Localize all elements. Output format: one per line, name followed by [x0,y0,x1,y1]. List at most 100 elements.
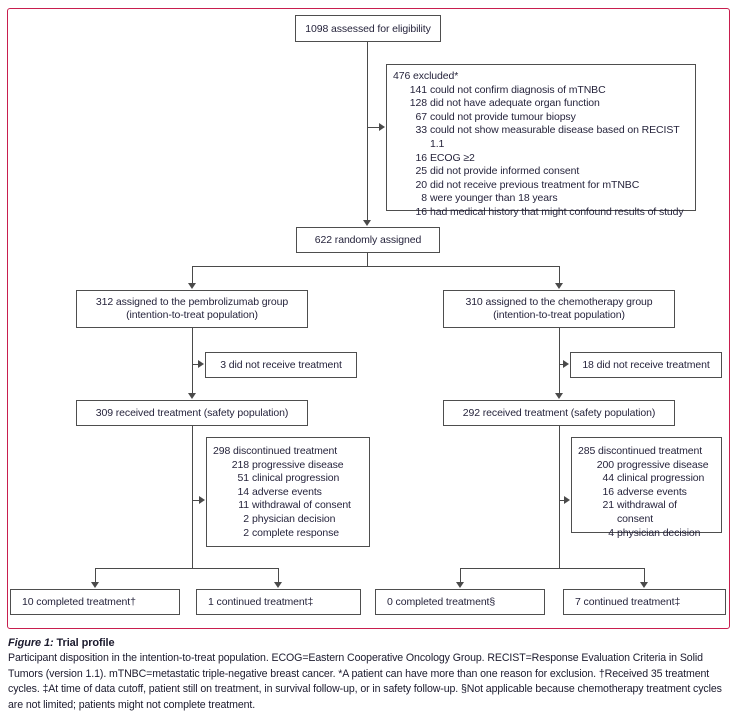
reason-count: 2 [243,512,249,525]
reason-count: 128 [409,97,427,110]
reason-text: physician decision [617,526,701,539]
assessed-label: 1098 assessed for eligibility [305,22,431,35]
pembro-completed-label: 10 completed treatment† [22,596,136,608]
reason-text: could not show measurable disease based … [430,124,680,150]
box-chemo-continued: 7 continued treatment‡ [563,589,726,615]
reason-text: adverse events [617,485,687,498]
pembro-assigned-line1: 312 assigned to the pembrolizumab group [95,296,289,308]
connector-line [460,568,645,569]
reason-count: 14 [237,485,250,498]
reason-count: 44 [602,472,615,485]
pembro-not-treated-label: 3 did not receive treatment [220,359,342,371]
arrowhead [640,582,648,588]
arrowhead [555,393,563,399]
reason-text: clinical progression [252,472,340,485]
reason-text: were younger than 18 years [430,192,558,205]
caption-title: Trial profile [53,637,115,649]
connector-line [368,127,380,128]
arrowhead [188,393,196,399]
reason-text: had medical history that might confound … [430,205,684,218]
connector-line [192,500,200,501]
box-chemo-treated: 292 received treatment (safety populatio… [443,400,675,426]
caption-body: Participant disposition in the intention… [8,652,722,711]
chemo-treated-label: 292 received treatment (safety populatio… [462,407,656,419]
pembro-discontinued-title: 298 discontinued treatment [213,445,338,457]
arrowhead [555,283,563,289]
connector-line [95,568,279,569]
reason-text: physician decision [252,512,336,525]
chemo-not-treated-label: 18 did not receive treatment [582,359,710,371]
arrowhead [188,283,196,289]
pembro-continued-label: 1 continued treatment‡ [208,596,314,608]
reason-count: 218 [231,458,249,471]
reason-count: 33 [415,124,428,137]
pembro-assigned-line2: (intention-to-treat population) [126,309,258,321]
connector-line [559,500,565,501]
arrowhead [91,582,99,588]
arrowhead [564,496,570,504]
box-pembro-continued: 1 continued treatment‡ [196,589,361,615]
figure-frame [7,8,730,629]
connector-line [644,568,645,583]
connector-line [367,42,368,221]
reason-text: ECOG ≥2 [430,151,475,164]
box-chemo-completed: 0 completed treatment§ [375,589,545,615]
reason-text: did not receive previous treatment for m… [430,178,640,191]
box-assessed: 1098 assessed for eligibility [295,15,441,42]
chemo-assigned-line1: 310 assigned to the chemotherapy group [465,296,653,308]
box-chemo-not-treated: 18 did not receive treatment [570,352,722,378]
reason-text: could not confirm diagnosis of mTNBC [430,83,606,96]
reason-text: withdrawal of consent [252,499,351,512]
reason-count: 51 [237,472,250,485]
reason-count: 200 [596,458,614,471]
box-pembro-not-treated: 3 did not receive treatment [205,352,357,378]
excluded-title: 476 excluded* [393,70,459,82]
reason-count: 16 [415,205,428,218]
reason-text: complete response [252,526,340,539]
arrowhead [563,360,569,368]
reason-count: 67 [415,110,428,123]
reason-text: progressive disease [617,458,709,471]
pembro-treated-label: 309 received treatment (safety populatio… [95,407,289,419]
connector-line [559,364,564,365]
connector-line [192,364,199,365]
reason-text: clinical progression [617,472,705,485]
connector-line [192,328,193,394]
caption-figure-label: Figure 1: [8,637,54,649]
chemo-completed-label: 0 completed treatment§ [387,596,496,608]
reason-count: 20 [415,178,428,191]
connector-line [559,266,560,284]
chemo-discontinued-title: 285 discontinued treatment [578,445,703,457]
connector-line [192,426,193,569]
reason-text: progressive disease [252,458,344,471]
box-pembro-assigned: 312 assigned to the pembrolizumab group … [76,290,308,328]
arrowhead [456,582,464,588]
reason-count: 4 [608,526,614,539]
connector-line [192,266,560,267]
connector-line [559,328,560,394]
arrowhead [274,582,282,588]
connector-line [367,253,368,267]
caption-heading: Figure 1: Trial profile [8,636,732,650]
box-pembro-treated: 309 received treatment (safety populatio… [76,400,308,426]
reason-count: 8 [421,192,427,205]
reason-count: 141 [409,83,427,96]
